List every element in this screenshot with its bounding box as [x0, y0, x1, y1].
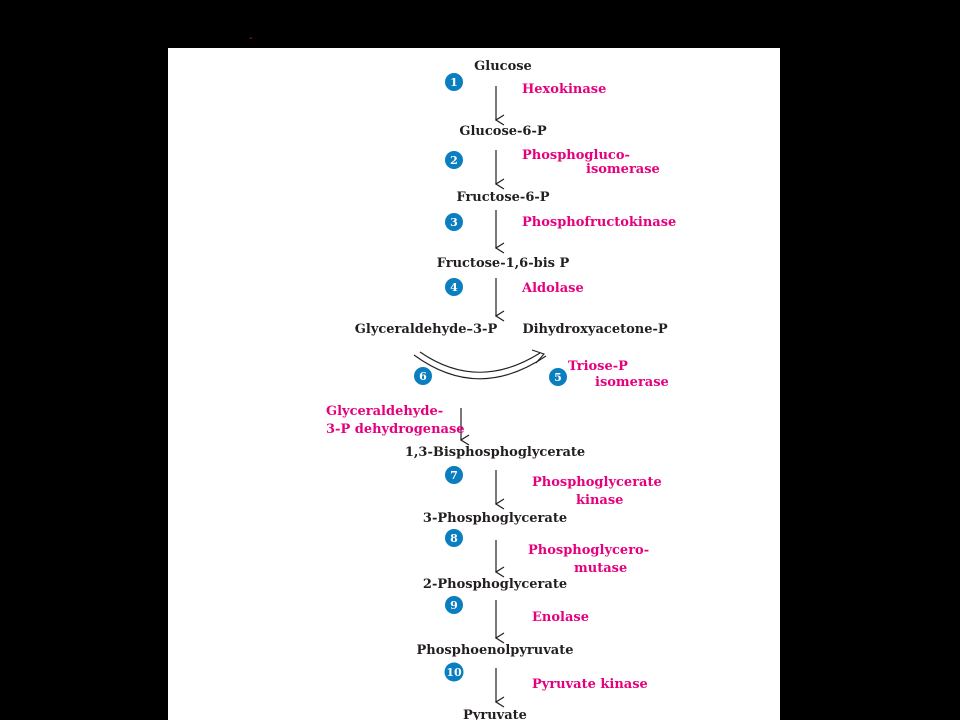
metabolite-2-phosphoglycerate: 2-Phosphoglycerate: [423, 577, 567, 592]
enzyme-phosphofructokinase: Phosphofructokinase: [522, 215, 676, 230]
enzyme-g3p-dehydrogenase-line1: Glyceraldehyde-: [326, 404, 443, 419]
step-badge-6: 6: [414, 367, 432, 385]
step-number: 7: [450, 469, 458, 482]
step-number: 8: [450, 532, 458, 545]
metabolite-pyruvate: Pyruvate: [463, 708, 527, 720]
metabolite-glucose-6-p: Glucose-6-P: [459, 124, 547, 139]
enzyme-enolase: Enolase: [532, 610, 589, 625]
enzyme-triose-p-isomerase-line2: isomerase: [595, 375, 669, 390]
step-number: 5: [554, 371, 562, 384]
metabolite-1-3-bisphosphoglycerate: 1,3-Bisphosphoglycerate: [405, 445, 585, 460]
step-badge-3: 3: [445, 213, 463, 231]
step-badge-2: 2: [445, 151, 463, 169]
top-mark-text: -: [249, 33, 253, 44]
step-number: 3: [450, 216, 458, 229]
step-badge-5: 5: [549, 368, 567, 386]
step-number: 6: [419, 370, 427, 383]
enzyme-phosphoglycerate-kinase-line1: Phosphoglycerate: [532, 475, 662, 490]
enzyme-pyruvate-kinase: Pyruvate kinase: [532, 677, 648, 692]
enzyme-hexokinase: Hexokinase: [522, 82, 606, 97]
step-badge-10: 10: [444, 662, 464, 682]
metabolite-glyceraldehyde-3-p: Glyceraldehyde–3-P: [355, 322, 498, 337]
metabolite-3-phosphoglycerate: 3-Phosphoglycerate: [423, 511, 567, 526]
metabolite-dihydroxyacetone-p: Dihydroxyacetone-P: [522, 322, 668, 337]
step-number: 1: [450, 76, 458, 89]
enzyme-phosphoglucoisomerase-line2: isomerase: [586, 162, 660, 177]
enzyme-triose-p-isomerase-line1: Triose-P: [568, 359, 628, 374]
glycolysis-pathway-diagram: Glucose Glucose-6-P Fructose-6-P Fructos…: [326, 59, 676, 720]
step-number: 10: [446, 666, 462, 679]
enzyme-phosphoglyceromutase-line2: mutase: [574, 561, 627, 576]
enzyme-g3p-dehydrogenase-line2: 3-P dehydrogenase: [326, 422, 465, 437]
enzyme-aldolase: Aldolase: [521, 281, 584, 296]
enzyme-phosphoglucoisomerase-line1: Phosphogluco-: [522, 148, 630, 163]
step-badge-9: 9: [445, 596, 463, 614]
top-mark: -: [249, 33, 253, 44]
enzyme-phosphoglycerate-kinase-line2: kinase: [576, 493, 623, 508]
metabolite-fructose-1-6-bis-p: Fructose-1,6-bis P: [437, 256, 570, 271]
enzyme-phosphoglyceromutase-line1: Phosphoglycero-: [528, 543, 649, 558]
step-badge-1: 1: [445, 73, 463, 91]
step-badge-7: 7: [445, 466, 463, 484]
step-badge-4: 4: [445, 278, 463, 296]
step-number: 2: [450, 154, 458, 167]
step-badge-8: 8: [445, 529, 463, 547]
metabolite-glucose: Glucose: [474, 59, 532, 74]
glycolysis-figure-panel: Glucose Glucose-6-P Fructose-6-P Fructos…: [168, 48, 780, 720]
metabolite-phosphoenolpyruvate: Phosphoenolpyruvate: [417, 643, 574, 658]
step-number: 9: [450, 599, 458, 612]
triose-isomerase-curved-arrow: [413, 349, 547, 380]
metabolite-fructose-6-p: Fructose-6-P: [456, 190, 549, 205]
step-number: 4: [450, 281, 458, 294]
